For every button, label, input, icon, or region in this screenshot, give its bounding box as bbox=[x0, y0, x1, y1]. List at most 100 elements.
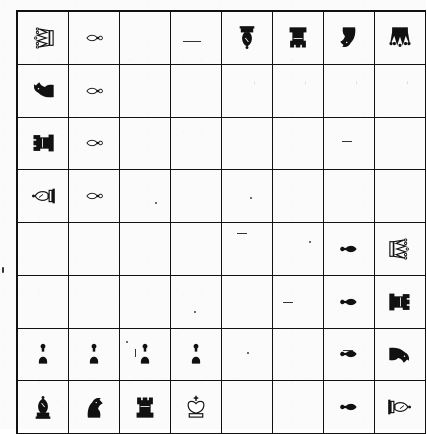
board-square[interactable] bbox=[18, 170, 69, 223]
board-square[interactable] bbox=[222, 329, 273, 382]
print-speck bbox=[155, 202, 157, 204]
board-square[interactable] bbox=[69, 170, 120, 223]
board-square[interactable] bbox=[324, 223, 375, 276]
board-square[interactable] bbox=[120, 12, 171, 65]
board-square[interactable] bbox=[222, 223, 273, 276]
black-queen-down-icon bbox=[386, 24, 414, 52]
black-pawn-down-icon bbox=[239, 79, 255, 103]
board-square[interactable] bbox=[273, 329, 324, 382]
board-square[interactable] bbox=[18, 276, 69, 329]
board-square[interactable] bbox=[171, 381, 222, 434]
board-square[interactable] bbox=[324, 381, 375, 434]
black-pawn-down-icon bbox=[392, 79, 408, 103]
board-square[interactable] bbox=[324, 12, 375, 65]
board-square[interactable] bbox=[69, 276, 120, 329]
print-speck bbox=[342, 141, 352, 142]
board-square[interactable] bbox=[222, 118, 273, 171]
black-pawn-up-icon bbox=[86, 342, 102, 366]
board-square[interactable] bbox=[222, 170, 273, 223]
board-square[interactable] bbox=[222, 12, 273, 65]
board-square[interactable] bbox=[171, 118, 222, 171]
black-knight-left-icon bbox=[29, 77, 57, 105]
board-square[interactable] bbox=[324, 329, 375, 382]
board-square[interactable] bbox=[375, 381, 426, 434]
print-speck bbox=[237, 233, 247, 234]
black-bishop-down-icon bbox=[233, 24, 261, 52]
board-square[interactable] bbox=[273, 12, 324, 65]
board-square[interactable] bbox=[273, 276, 324, 329]
black-pawn-right-icon bbox=[338, 401, 360, 413]
board-square[interactable] bbox=[18, 65, 69, 118]
board-square[interactable] bbox=[324, 276, 375, 329]
board-square[interactable] bbox=[120, 381, 171, 434]
black-rook-down-icon bbox=[284, 24, 312, 52]
board-square[interactable] bbox=[273, 223, 324, 276]
board-square[interactable] bbox=[222, 381, 273, 434]
white-queen-right-icon bbox=[386, 235, 414, 263]
black-bishop-up-icon bbox=[29, 393, 57, 421]
board-square[interactable] bbox=[324, 65, 375, 118]
print-speck bbox=[250, 197, 252, 199]
board-square[interactable] bbox=[18, 12, 69, 65]
board-square[interactable] bbox=[69, 381, 120, 434]
board-square[interactable] bbox=[69, 329, 120, 382]
white-pawn-left-icon bbox=[83, 85, 105, 97]
board-square[interactable] bbox=[120, 223, 171, 276]
board-square[interactable] bbox=[171, 170, 222, 223]
board-square[interactable] bbox=[18, 381, 69, 434]
board-square[interactable] bbox=[171, 12, 222, 65]
board-square[interactable] bbox=[273, 118, 324, 171]
black-knight-up-icon bbox=[80, 393, 108, 421]
white-bishop-left-icon bbox=[29, 182, 57, 210]
board-square[interactable] bbox=[171, 65, 222, 118]
black-pawn-down-icon bbox=[341, 79, 357, 103]
board-square[interactable] bbox=[375, 329, 426, 382]
black-pawn-down-icon bbox=[290, 79, 306, 103]
print-speck bbox=[194, 311, 196, 313]
black-rook-left-icon bbox=[29, 129, 57, 157]
chess-board bbox=[16, 10, 426, 434]
white-pawn-left-icon bbox=[83, 137, 105, 149]
board-square[interactable] bbox=[273, 381, 324, 434]
board-square[interactable] bbox=[69, 223, 120, 276]
board-square[interactable] bbox=[171, 329, 222, 382]
board-square[interactable] bbox=[171, 223, 222, 276]
edge-mark bbox=[2, 267, 4, 273]
white-king-up-icon bbox=[182, 393, 210, 421]
board-square[interactable] bbox=[324, 170, 375, 223]
board-square[interactable] bbox=[324, 118, 375, 171]
board-square[interactable] bbox=[120, 329, 171, 382]
board-square[interactable] bbox=[375, 223, 426, 276]
board-square[interactable] bbox=[375, 12, 426, 65]
black-rook-up-icon bbox=[131, 393, 159, 421]
board-square[interactable] bbox=[69, 12, 120, 65]
board-square[interactable] bbox=[273, 65, 324, 118]
board-square[interactable] bbox=[120, 276, 171, 329]
black-knight-right-icon bbox=[386, 340, 414, 368]
board-square[interactable] bbox=[273, 170, 324, 223]
board-square[interactable] bbox=[18, 329, 69, 382]
board-square[interactable] bbox=[375, 118, 426, 171]
white-bishop-right-icon bbox=[386, 393, 414, 421]
board-square[interactable] bbox=[120, 65, 171, 118]
board-square[interactable] bbox=[18, 223, 69, 276]
board-square[interactable] bbox=[120, 118, 171, 171]
board-square[interactable] bbox=[222, 65, 273, 118]
print-speck bbox=[343, 350, 353, 351]
print-speck bbox=[247, 352, 249, 354]
board-square[interactable] bbox=[69, 65, 120, 118]
black-pawn-up-icon bbox=[35, 342, 51, 366]
board-square[interactable] bbox=[171, 276, 222, 329]
board-square[interactable] bbox=[375, 65, 426, 118]
board-square[interactable] bbox=[18, 118, 69, 171]
board-square[interactable] bbox=[69, 118, 120, 171]
white-queen-left-icon bbox=[29, 24, 57, 52]
board-square[interactable] bbox=[375, 276, 426, 329]
board-square[interactable] bbox=[120, 170, 171, 223]
print-mark bbox=[183, 41, 201, 42]
black-knight-down-icon bbox=[335, 24, 363, 52]
black-pawn-right-icon bbox=[338, 296, 360, 308]
board-square[interactable] bbox=[375, 170, 426, 223]
board-square[interactable] bbox=[222, 276, 273, 329]
